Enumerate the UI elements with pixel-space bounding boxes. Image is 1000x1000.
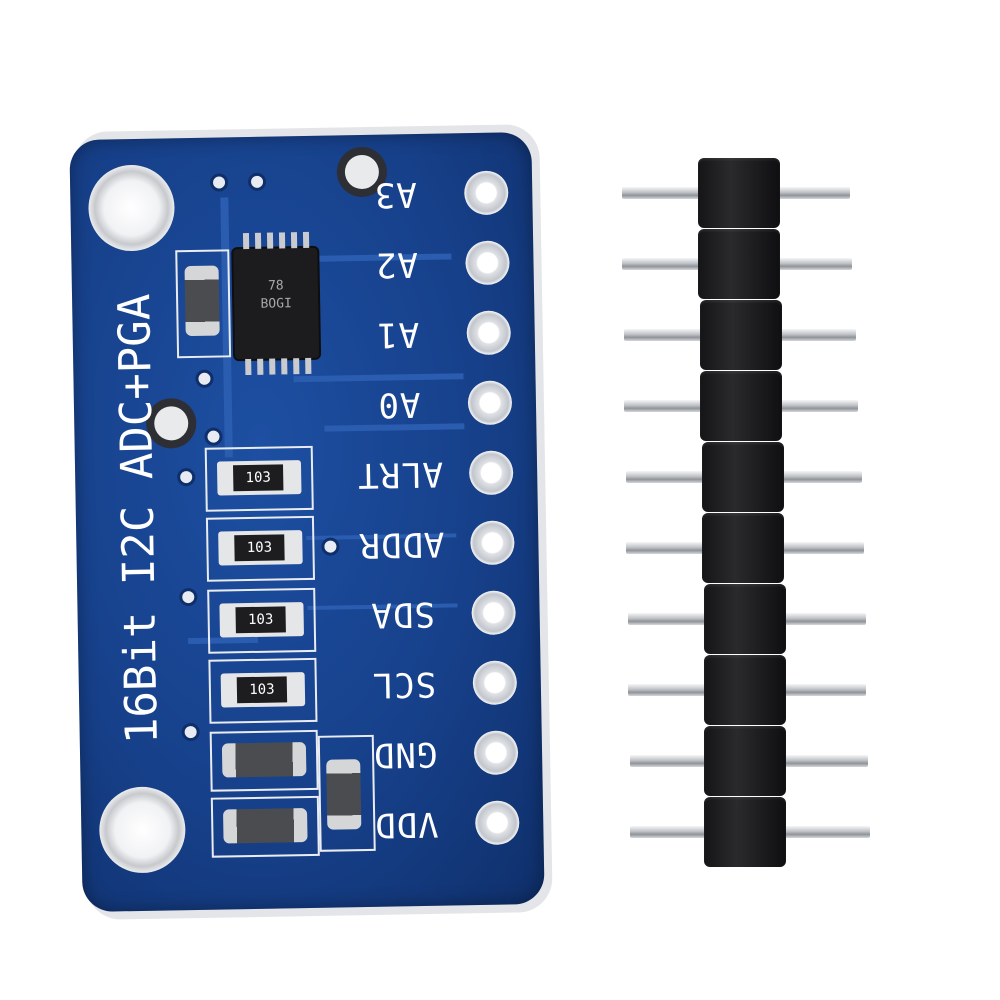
header-block xyxy=(704,655,786,725)
resistor-code: 103 xyxy=(236,676,288,704)
chip-marking-line-2: BOGI xyxy=(260,296,292,312)
adc-chip: 78 BOGI xyxy=(233,231,320,376)
mounting-hole-bottom xyxy=(98,786,187,874)
pad-a2 xyxy=(465,240,510,286)
resistor: 103 xyxy=(205,515,316,582)
header-block xyxy=(702,513,784,583)
resistor: 103 xyxy=(204,445,314,512)
chip-marking-line-1: 78 xyxy=(267,278,284,294)
header-block xyxy=(698,158,780,228)
header-block xyxy=(704,797,786,867)
capacitor xyxy=(210,795,320,858)
pad-addr xyxy=(470,520,515,566)
capacitor xyxy=(209,729,319,792)
pad-sda xyxy=(471,590,516,636)
pin-label-scl: SCL xyxy=(371,663,437,705)
pad-a1 xyxy=(466,310,512,356)
pad-a3 xyxy=(463,170,509,216)
resistor-code: 103 xyxy=(235,606,286,634)
resistor-code: 103 xyxy=(234,534,285,562)
pin-label-a1: A1 xyxy=(375,314,420,355)
pin-label-a3: A3 xyxy=(373,174,418,215)
pin-label-sda: SDA xyxy=(370,593,436,635)
pad-alrt xyxy=(468,450,514,496)
pad-vdd xyxy=(474,800,520,846)
header-block xyxy=(698,229,780,299)
capacitor xyxy=(184,265,220,337)
pin-header-strip xyxy=(622,150,870,867)
header-block xyxy=(700,371,782,441)
capacitor xyxy=(326,759,362,830)
resistor: 103 xyxy=(207,587,317,654)
pin-label-a2: A2 xyxy=(374,244,419,285)
header-block xyxy=(702,442,784,512)
pin-label-addr: ADDR xyxy=(358,523,445,566)
resistor: 103 xyxy=(208,657,318,724)
pad-scl xyxy=(472,660,518,706)
header-block xyxy=(704,584,786,654)
board-title: 16Bit I2C ADC+PGA xyxy=(108,293,168,745)
adc-breakout-board: A3 A2 A1 A0 ALRT ADDR SDA SCL GND VDD 16… xyxy=(69,132,545,912)
resistor-code: 103 xyxy=(232,464,284,492)
pad-gnd xyxy=(473,730,519,776)
pin-label-a0: A0 xyxy=(377,384,421,425)
pin-label-alrt: ALRT xyxy=(356,453,444,496)
header-block xyxy=(704,726,786,796)
pad-a0 xyxy=(467,380,513,426)
header-block xyxy=(700,300,782,370)
